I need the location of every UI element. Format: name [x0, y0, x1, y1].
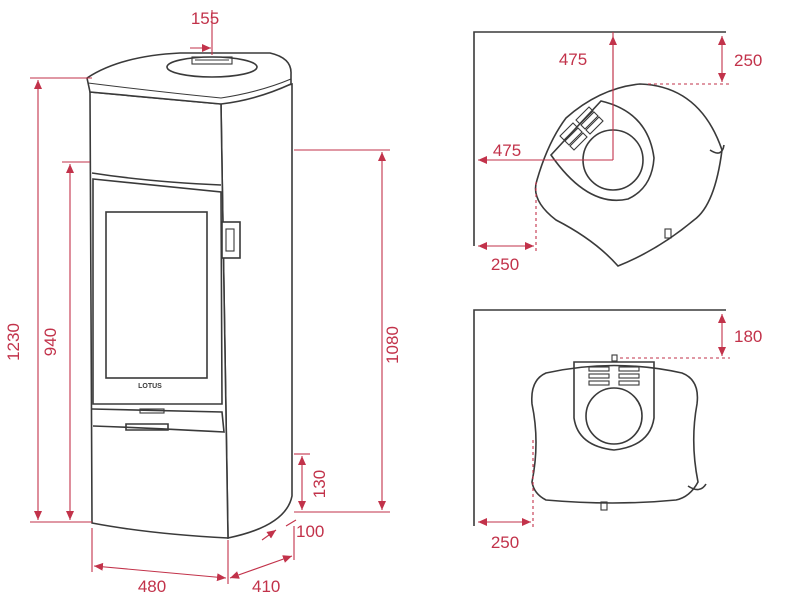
wall-foot [600, 501, 608, 511]
dim-corner-outlet-y: 475 [559, 50, 587, 69]
dim-line-width [93, 562, 227, 582]
dim-line-rear-offset [285, 519, 297, 527]
dim-corner-wall-y: 250 [734, 51, 762, 70]
corner-inner-panel [549, 100, 655, 201]
door-glass [105, 211, 208, 379]
corner-handle [709, 144, 725, 154]
dim-door-height: 940 [41, 328, 60, 356]
upper-panel [91, 172, 222, 186]
wall-stove-outline [530, 364, 699, 504]
door-handle-inner [225, 228, 235, 252]
front-dimensions: 155 1230 940 1080 130 100 480 410 [4, 9, 402, 596]
dim-rear-offset: 100 [296, 522, 324, 541]
dim-wall-y: 180 [734, 327, 762, 346]
top-cap-edge [87, 78, 292, 99]
brand-logo: LOTUS [138, 383, 162, 390]
dim-arrow-rear-offset [261, 529, 277, 541]
wall-walls [473, 309, 726, 526]
dim-bottom-height: 130 [310, 470, 329, 498]
dim-top-outlet: 155 [191, 9, 219, 28]
dim-depth: 410 [252, 577, 280, 596]
corner-stove-outline [534, 83, 723, 267]
fire-door [92, 178, 223, 405]
ash-drawer [91, 408, 225, 433]
corner-walls [473, 31, 726, 246]
front-view: LOTUS [86, 52, 293, 539]
drawer-slot [139, 408, 165, 414]
wall-flue-circle [585, 387, 643, 445]
stove-side-panel [220, 82, 293, 539]
corner-view: 475 475 250 250 [473, 31, 762, 274]
corner-foot [664, 228, 672, 239]
wall-view: 180 250 [473, 309, 762, 552]
wall-handle [687, 483, 707, 491]
dim-corner-wall-x: 250 [491, 255, 519, 274]
dim-total-height: 1230 [4, 323, 23, 361]
dim-outlet-height: 1080 [383, 326, 402, 364]
dim-line-depth [229, 555, 293, 579]
dim-corner-outlet-x: 475 [493, 141, 521, 160]
dim-width: 480 [138, 577, 166, 596]
drawer-handle [125, 423, 169, 431]
top-vent-grille [191, 56, 233, 65]
wall-vent-grille [588, 366, 640, 386]
door-handle [221, 221, 241, 259]
wall-top-tab [611, 354, 618, 362]
corner-vent-grille [559, 106, 604, 151]
wall-inner-panel [573, 361, 655, 451]
dim-wall-x: 250 [491, 533, 519, 552]
